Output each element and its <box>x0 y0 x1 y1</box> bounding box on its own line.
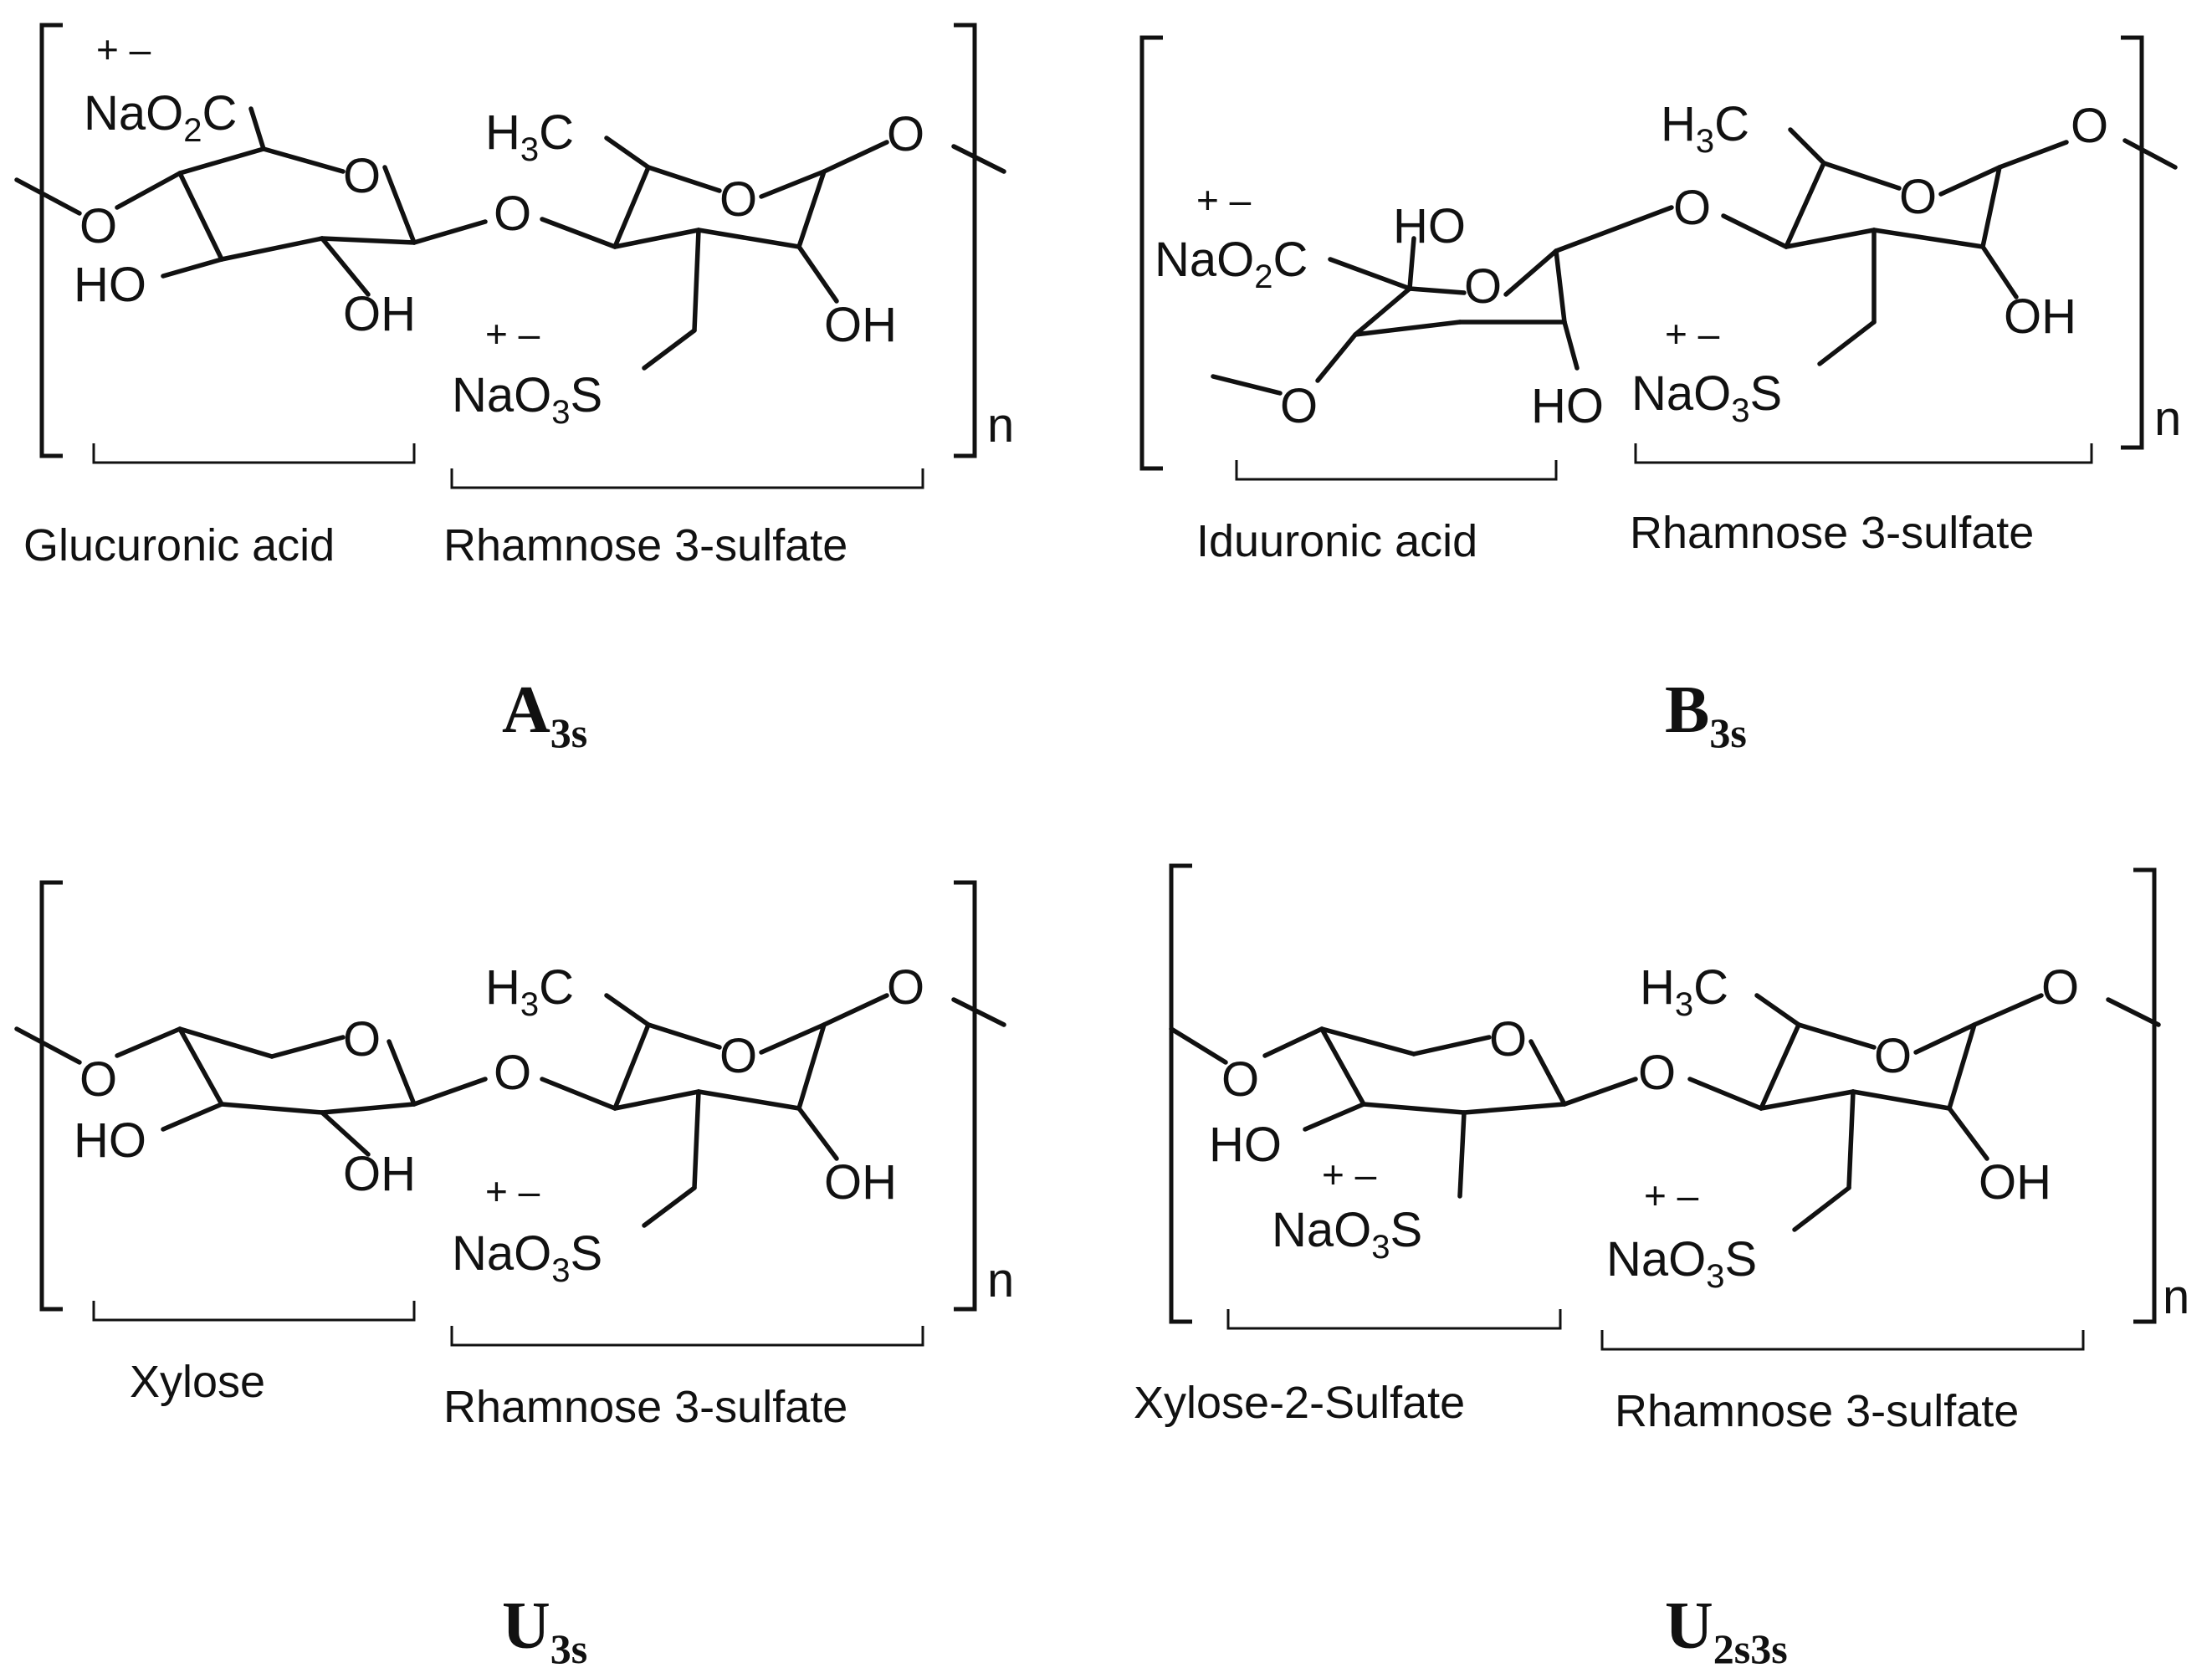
u2s3s-methyl-label: H3C <box>1640 960 1728 1023</box>
u3s-unit1-label: Xylose <box>130 1357 265 1407</box>
u2s3s-sulfonate-charge: + – <box>1644 1174 1699 1217</box>
b3s-bonds <box>1211 127 2178 396</box>
u2s3s-sulfonate2-charge: + – <box>1322 1153 1377 1196</box>
b3s-repeat-n: n <box>2154 391 2181 446</box>
a3s-compound-name: A3s <box>502 673 587 756</box>
u3s-ring-oxygen-2: O <box>719 1029 757 1083</box>
u2s3s-hydroxyl-2: OH <box>1979 1155 2051 1210</box>
u3s-unit-brackets <box>92 1301 924 1347</box>
u3s-link-oxygen-right: O <box>887 960 924 1015</box>
a3s-unit1-label: Glucuronic acid <box>23 520 335 570</box>
b3s-hydroxyl-3: OH <box>2004 289 2076 344</box>
b3s-glycosidic-oxygen: O <box>1673 181 1711 235</box>
a3s-repeat-n: n <box>987 398 1014 453</box>
u2s3s-ring-oxygen-1: O <box>1489 1012 1527 1067</box>
b3s-repeat-brackets <box>1139 35 2144 471</box>
a3s-ring-oxygen-2: O <box>719 172 757 227</box>
b3s-ring-oxygen-1: O <box>1464 259 1502 314</box>
b3s-atom-labels: + – NaO2C HO O O HO O H3C O O OH + – NaO… <box>1155 97 2108 433</box>
u3s-hydroxyl-3: OH <box>824 1155 897 1210</box>
u3s-hydroxyl-2: OH <box>343 1147 416 1201</box>
u2s3s-glycosidic-oxygen: O <box>1638 1046 1676 1100</box>
u2s3s-sulfonate2-label: NaO3S <box>1272 1203 1422 1266</box>
a3s-carboxylate-label: NaO2C <box>84 86 237 149</box>
b3s-ring-oxygen-2: O <box>1899 170 1937 224</box>
u3s-unit2-label: Rhamnose 3-sulfate <box>443 1382 847 1432</box>
b3s-hydroxyl-2: HO <box>1531 379 1604 433</box>
a3s-bonds <box>14 106 1006 371</box>
u2s3s-compound-name: U2s3s <box>1665 1589 1788 1672</box>
b3s-hydroxyl-1: HO <box>1393 199 1466 253</box>
a3s-link-oxygen-right: O <box>887 107 924 161</box>
u2s3s-hydroxyl-1: HO <box>1209 1118 1282 1172</box>
b3s-compound-name: B3s <box>1665 673 1747 756</box>
b3s-unit2-label: Rhamnose 3-sulfate <box>1630 508 2034 558</box>
a3s-glycosidic-oxygen: O <box>494 187 531 241</box>
a3s-carboxylate-charge: + – <box>96 28 151 71</box>
u3s-repeat-brackets <box>39 880 977 1312</box>
u2s3s-link-oxygen-left: O <box>1221 1052 1259 1107</box>
u3s-sulfonate-charge: + – <box>485 1169 540 1213</box>
u2s3s-unit-brackets <box>1226 1309 2085 1351</box>
u2s3s-sulfonate-label: NaO3S <box>1606 1232 1757 1295</box>
u3s-ring-oxygen-1: O <box>343 1012 381 1067</box>
b3s-unit-brackets <box>1235 443 2093 481</box>
panel-a3s: n <box>14 23 1014 756</box>
a3s-sulfonate-label: NaO3S <box>452 368 602 431</box>
u3s-methyl-label: H3C <box>485 960 574 1023</box>
panel-u2s3s: n O <box>1134 863 2189 1672</box>
a3s-hydroxyl-2: OH <box>343 287 416 341</box>
u3s-glycosidic-oxygen: O <box>494 1046 531 1100</box>
u3s-sulfonate-label: NaO3S <box>452 1226 602 1289</box>
b3s-unit1-label: Iduuronic acid <box>1196 516 1477 566</box>
u2s3s-ring-oxygen-2: O <box>1874 1029 1912 1083</box>
b3s-sulfonate-charge: + – <box>1665 312 1720 356</box>
a3s-repeat-brackets <box>39 23 977 458</box>
a3s-methyl-label: H3C <box>485 105 574 168</box>
u2s3s-repeat-brackets <box>1169 863 2157 1324</box>
u3s-link-oxygen-left: O <box>79 1052 117 1107</box>
u3s-bonds <box>14 993 1006 1228</box>
u2s3s-unit2-label: Rhamnose 3-sulfate <box>1615 1386 2019 1436</box>
b3s-link-oxygen-left: O <box>1280 379 1318 433</box>
b3s-sulfonate-label: NaO3S <box>1631 366 1782 429</box>
a3s-atom-labels: + – NaO2C O O HO OH O H3C O O OH + – NaO… <box>74 28 924 431</box>
panel-b3s: n <box>1139 35 2181 756</box>
u3s-atom-labels: O O HO OH O H3C O O OH + – NaO3S <box>74 960 924 1289</box>
a3s-link-oxygen-left: O <box>79 199 117 253</box>
a3s-hydroxyl-1: HO <box>74 258 146 312</box>
b3s-link-oxygen-right: O <box>2071 99 2108 153</box>
b3s-carboxylate-charge: + – <box>1196 178 1252 222</box>
u2s3s-bonds <box>1169 993 2161 1232</box>
a3s-sulfonate-charge: + – <box>485 312 540 356</box>
u2s3s-atom-labels: O O HO + – NaO3S O H3C O O OH + – NaO3S <box>1209 960 2079 1295</box>
u2s3s-unit1-label: Xylose-2-Sulfate <box>1134 1378 1465 1428</box>
b3s-carboxylate-label: NaO2C <box>1155 233 1308 295</box>
a3s-unit2-label: Rhamnose 3-sulfate <box>443 520 847 570</box>
a3s-hydroxyl-3: OH <box>824 298 897 352</box>
a3s-ring-oxygen-1: O <box>343 149 381 203</box>
u3s-repeat-n: n <box>987 1253 1014 1307</box>
b3s-methyl-label: H3C <box>1661 97 1749 160</box>
panel-u3s: n O <box>14 880 1014 1672</box>
u3s-hydroxyl-1: HO <box>74 1113 146 1168</box>
u3s-compound-name: U3s <box>502 1589 587 1672</box>
a3s-unit-brackets <box>92 443 924 489</box>
u2s3s-link-oxygen-right: O <box>2041 960 2079 1015</box>
u2s3s-repeat-n: n <box>2163 1270 2189 1324</box>
